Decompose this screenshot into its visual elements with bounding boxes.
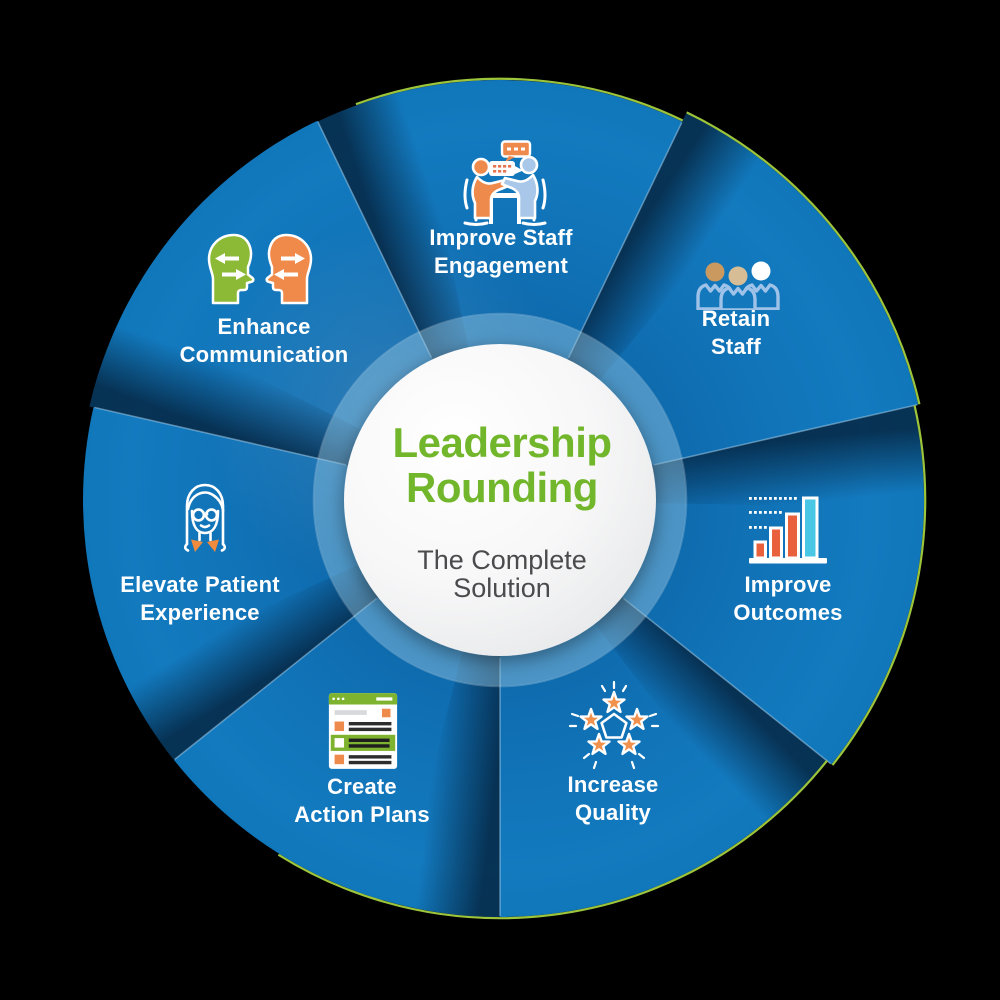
label-line: Action Plans <box>294 802 430 827</box>
meeting-discussion-icon <box>456 140 554 230</box>
label-line: Create <box>327 774 397 799</box>
five-stars-icon <box>566 680 662 776</box>
action-plan-checklist-icon <box>327 691 399 771</box>
segment-label-improve-outcomes: Improve Outcomes <box>658 571 918 627</box>
center-title-line2: Rounding <box>406 464 598 511</box>
label-line: Enhance <box>217 314 311 339</box>
center-subtitle-line2: Solution <box>453 573 551 603</box>
staff-group-icon <box>695 250 781 310</box>
label-line: Improve <box>744 572 832 597</box>
segment-label-increase-quality: Increase Quality <box>483 771 743 827</box>
bar-chart-icon <box>746 494 830 566</box>
segment-label-retain-staff: Retain Staff <box>606 305 866 361</box>
label-line: Retain <box>701 306 771 331</box>
label-line: Communication <box>179 342 349 367</box>
center-title-line1: Leadership <box>392 419 612 466</box>
label-line: Staff <box>711 334 761 359</box>
center-subtitle: The Complete Solution <box>302 546 702 602</box>
segment-label-create-action-plans: Create Action Plans <box>232 773 492 829</box>
talking-heads-icon <box>204 233 316 305</box>
segment-label-improve-staff-engagement: Improve Staff Engagement <box>371 224 631 280</box>
segment-label-enhance-communication: Enhance Communication <box>134 313 394 369</box>
label-line: Elevate Patient <box>120 572 280 597</box>
center-title: Leadership Rounding <box>302 420 702 510</box>
center-subtitle-line1: The Complete <box>417 545 587 575</box>
label-line: Outcomes <box>733 600 843 625</box>
label-line: Experience <box>140 600 260 625</box>
label-line: Increase <box>567 772 659 797</box>
label-line: Engagement <box>433 253 569 278</box>
label-line: Improve Staff <box>429 225 573 250</box>
label-line: Quality <box>575 800 651 825</box>
segment-label-elevate-patient-experience: Elevate Patient Experience <box>70 571 330 627</box>
patient-face-icon <box>180 482 230 570</box>
